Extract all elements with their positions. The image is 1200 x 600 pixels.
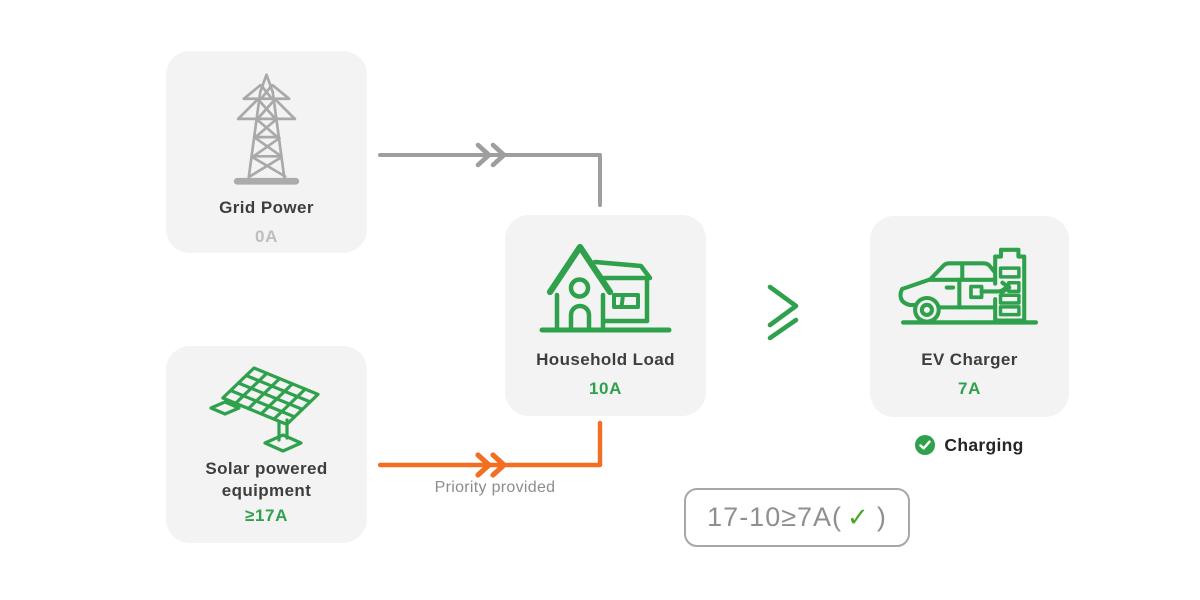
formula-expression-prefix: 17-10≥7A( xyxy=(707,502,843,532)
solar-equipment-title: Solar powered equipment xyxy=(205,459,328,501)
double-chevron-right-icon xyxy=(490,142,507,168)
grid-to-household-flow-line xyxy=(378,142,602,207)
double-chevron-right-icon xyxy=(475,452,492,478)
solar-to-household-flow-line xyxy=(378,420,603,478)
grid-power-value: 0A xyxy=(255,227,278,247)
ev-charger-title: EV Charger xyxy=(921,350,1018,369)
household-load-value: 10A xyxy=(589,379,622,399)
household-load-card: Household Load 10A xyxy=(505,215,706,416)
formula-check-icon: ✓ xyxy=(847,502,870,532)
house-icon xyxy=(539,243,672,333)
priority-provided-label: Priority provided xyxy=(434,479,556,496)
formula-expression-suffix: ) xyxy=(876,502,887,532)
solar-equipment-value: ≥17A xyxy=(245,506,288,526)
household-load-title: Household Load xyxy=(536,350,675,369)
transmission-tower-icon xyxy=(233,73,300,185)
solar-equipment-card: Solar powered equipment ≥17A xyxy=(166,346,367,543)
greater-equal-icon xyxy=(767,284,799,341)
ev-car-charging-icon xyxy=(897,247,1038,325)
ev-charger-card: EV Charger 7A xyxy=(870,216,1069,417)
formula-pill: 17-10≥7A( ✓ ) xyxy=(684,488,910,547)
double-chevron-right-icon xyxy=(475,142,492,168)
grid-power-card: Grid Power 0A xyxy=(166,51,367,253)
ev-charger-value: 7A xyxy=(958,379,981,399)
charging-status: Charging xyxy=(870,434,1069,456)
grid-power-title: Grid Power xyxy=(219,198,314,217)
solar-panel-icon xyxy=(208,366,320,453)
check-circle-icon xyxy=(915,435,936,455)
charging-label: Charging xyxy=(944,434,1024,455)
double-chevron-right-icon xyxy=(490,452,507,478)
